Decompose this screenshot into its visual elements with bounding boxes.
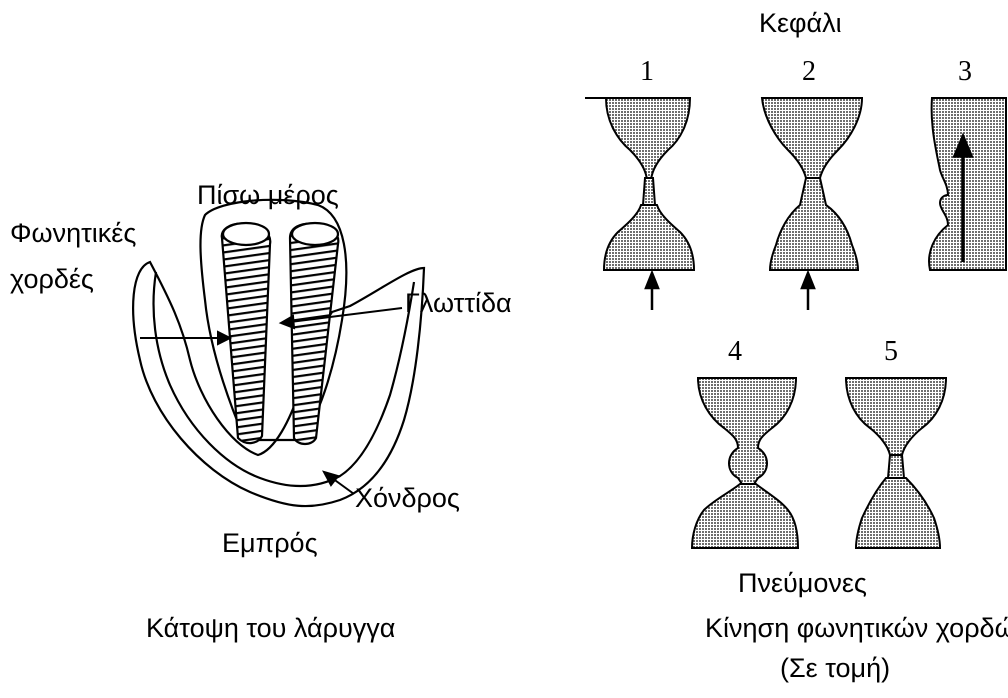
head-label: Κεφάλι xyxy=(759,10,842,37)
airflow-arrow-2 xyxy=(802,273,814,310)
right-vocal-cord xyxy=(290,223,338,444)
left-vocal-cord xyxy=(222,223,271,443)
cords-label-line2: χορδές xyxy=(10,266,94,293)
cartilage-inner xyxy=(154,272,414,486)
glottis-label: Γλωττίδα xyxy=(405,290,512,317)
stage-number-2: 2 xyxy=(802,58,816,86)
back-label: Πίσω μέρος xyxy=(197,182,339,209)
larynx-caption: Κάτοψη του λάρυγγα xyxy=(146,615,395,642)
airflow-arrow-1 xyxy=(646,273,658,310)
section-2 xyxy=(762,98,862,270)
larynx-top-view xyxy=(133,200,424,506)
stage-number-5: 5 xyxy=(884,338,898,366)
motion-caption-line1: Κίνηση φωνητικών χορδών xyxy=(705,615,1008,642)
section-4 xyxy=(692,378,798,548)
lungs-label: Πνεύμονες xyxy=(738,570,867,597)
cartilage-pointer xyxy=(324,472,354,494)
stage-number-1: 1 xyxy=(640,58,654,86)
stage-number-3: 3 xyxy=(958,58,972,86)
cords-label-line1: Φωνητικές xyxy=(10,220,136,247)
stage-number-4: 4 xyxy=(728,338,742,366)
cartilage-outer xyxy=(133,262,424,506)
section-5 xyxy=(846,378,946,548)
front-label: Εμπρός xyxy=(222,530,318,557)
cartilage-label: Χόνδρος xyxy=(355,485,460,512)
section-3 xyxy=(929,98,1006,270)
motion-caption-line2: (Σε τομή) xyxy=(780,655,890,682)
section-1 xyxy=(585,98,694,270)
